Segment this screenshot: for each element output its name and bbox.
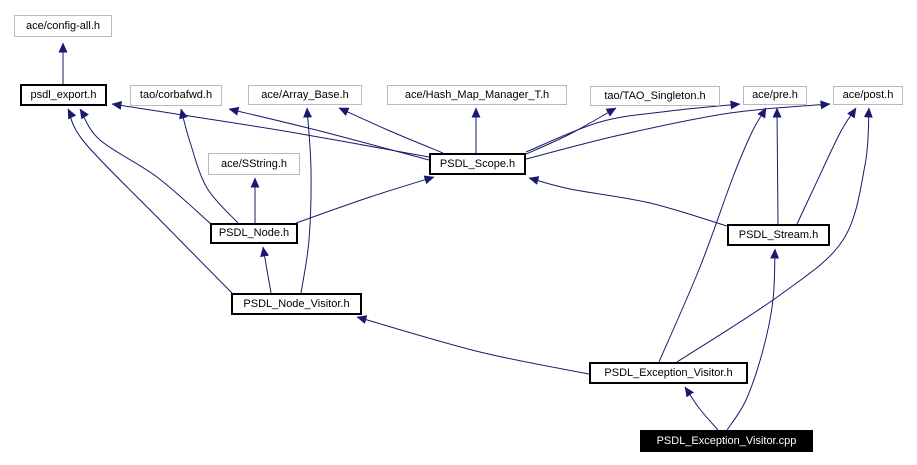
edge-scope-to-pre <box>525 100 741 153</box>
edge-node-to-scope <box>295 175 435 224</box>
edge-excvisitorh-to-pre <box>658 107 767 363</box>
edge-nodevisitor-to-arraybase <box>300 107 313 294</box>
node-ace-array-base-h: ace/Array_Base.h <box>248 85 362 105</box>
edge-node-to-corbafwd <box>179 108 239 224</box>
node-ace-config-all-h: ace/config-all.h <box>14 15 112 37</box>
node-psdl-exception-visitor-h[interactable]: PSDL_Exception_Visitor.h <box>589 362 748 384</box>
node-ace-sstring-h: ace/SString.h <box>208 153 300 175</box>
node-psdl-exception-visitor-cpp: PSDL_Exception_Visitor.cpp <box>640 430 813 452</box>
node-psdl-stream-h[interactable]: PSDL_Stream.h <box>727 224 830 246</box>
edge-scope-to-export <box>111 101 430 158</box>
edge-scope-to-corbafwd <box>228 106 430 161</box>
edge-excvisitorh-to-post <box>676 107 873 363</box>
node-ace-pre-h: ace/pre.h <box>743 86 807 105</box>
edge-scope-to-post <box>525 100 831 160</box>
edge-stream-to-post <box>796 107 857 225</box>
node-psdl-node-h[interactable]: PSDL_Node.h <box>210 223 298 244</box>
node-ace-hash-map-manager-t-h: ace/Hash_Map_Manager_T.h <box>387 85 567 105</box>
node-ace-post-h: ace/post.h <box>833 86 903 105</box>
node-tao-corbafwd-h: tao/corbafwd.h <box>130 85 222 106</box>
edge-nodevisitor-to-export <box>67 108 233 294</box>
node-tao-tao-singleton-h: tao/TAO_Singleton.h <box>590 86 720 106</box>
edge-stream-to-pre <box>772 107 782 225</box>
edge-excvisitorcpp-to-stream <box>726 248 780 431</box>
node-psdl-node-visitor-h[interactable]: PSDL_Node_Visitor.h <box>231 293 362 315</box>
edge-node-to-export <box>79 108 212 225</box>
node-psdl-export-h[interactable]: psdl_export.h <box>20 84 107 106</box>
edge-excvisitorcpp-to-excvisitorh <box>684 386 719 431</box>
edge-scope-to-arraybase <box>338 107 444 154</box>
node-psdl-scope-h[interactable]: PSDL_Scope.h <box>429 153 526 175</box>
edge-nodevisitor-to-node <box>260 246 272 294</box>
edge-stream-to-scope <box>528 176 728 227</box>
edge-excvisitorh-to-nodevisitor <box>356 315 590 375</box>
edge-scope-to-singleton <box>523 107 617 156</box>
